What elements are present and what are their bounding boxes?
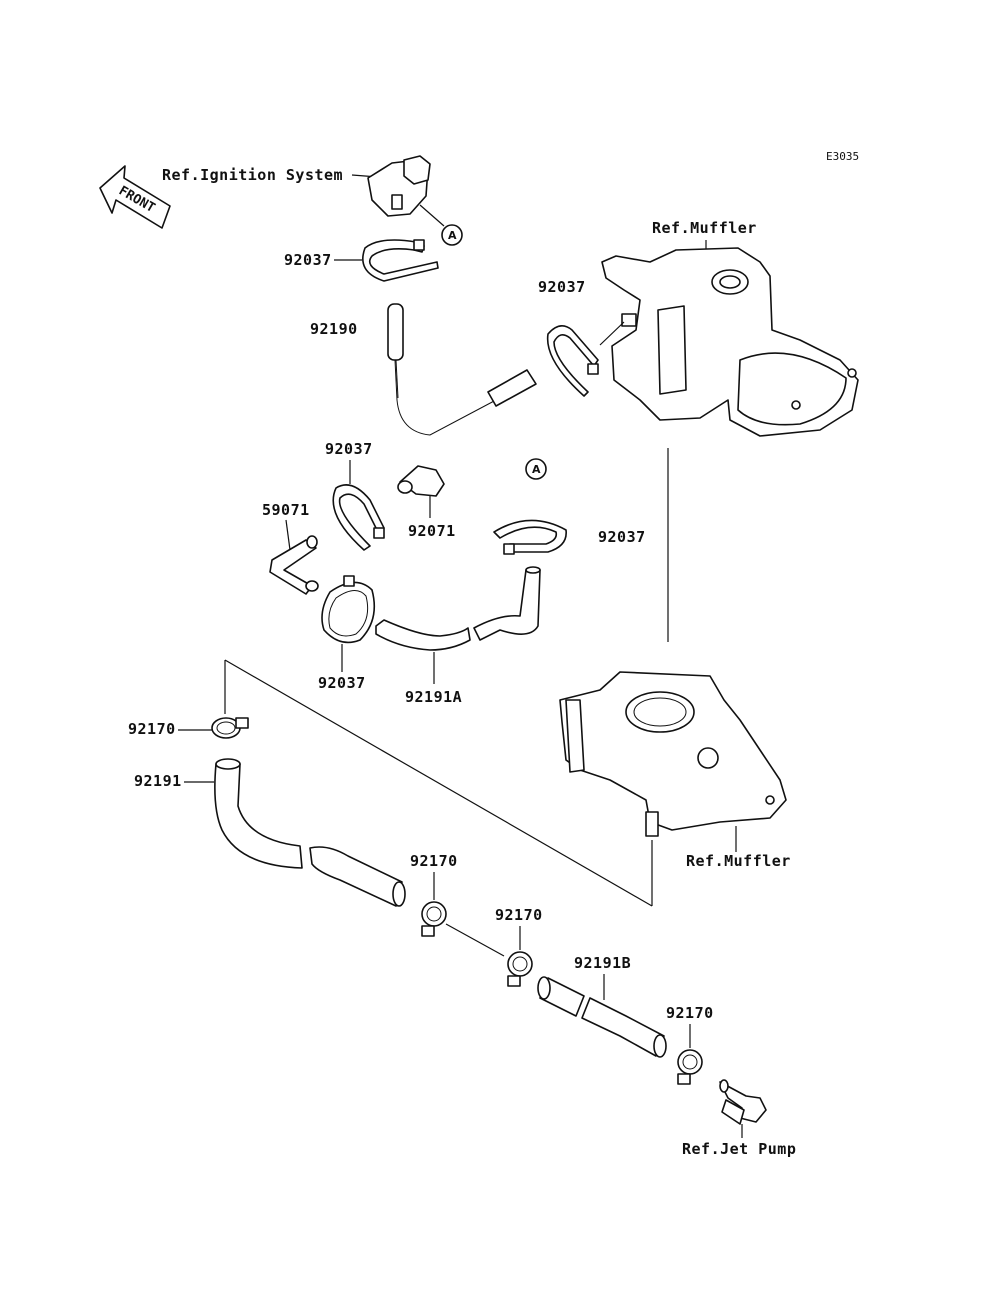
fitting-92071 bbox=[397, 465, 445, 518]
front-direction-arrow: FRONT bbox=[99, 165, 171, 229]
hose-92191b bbox=[537, 976, 667, 1058]
ignition-sensor-part bbox=[367, 155, 445, 227]
part-label-92170-center: 92170 bbox=[410, 852, 458, 870]
clamp-92170-right bbox=[507, 951, 533, 987]
part-label-59071: 59071 bbox=[262, 501, 310, 519]
clamp-92037-top bbox=[362, 239, 439, 282]
clamp-92170-left bbox=[211, 717, 249, 739]
part-label-92037-mid: 92037 bbox=[325, 440, 373, 458]
part-label-92191: 92191 bbox=[134, 772, 182, 790]
diagram-code: E3035 bbox=[826, 150, 859, 163]
svg-text:A: A bbox=[448, 229, 457, 242]
part-label-92190: 92190 bbox=[310, 320, 358, 338]
hose-92191a bbox=[375, 566, 541, 684]
ref-jet-pump-label: Ref.Jet Pump bbox=[682, 1140, 796, 1158]
part-label-92071: 92071 bbox=[408, 522, 456, 540]
ref-muffler-bottom-label: Ref.Muffler bbox=[686, 852, 791, 870]
muffler-lower-part bbox=[559, 671, 787, 837]
svg-text:A: A bbox=[532, 463, 541, 476]
fitting-59071 bbox=[269, 535, 319, 595]
part-label-92191b: 92191B bbox=[574, 954, 631, 972]
part-label-92170-left: 92170 bbox=[128, 720, 176, 738]
part-label-92191a: 92191A bbox=[405, 688, 462, 706]
hose-92190 bbox=[387, 303, 537, 436]
hose-92191 bbox=[214, 758, 406, 907]
assembly-diagonal-line bbox=[224, 659, 653, 907]
part-label-92037-right: 92037 bbox=[538, 278, 586, 296]
part-label-92170-right: 92170 bbox=[495, 906, 543, 924]
part-label-92037-top: 92037 bbox=[284, 251, 332, 269]
part-label-92037-lower: 92037 bbox=[318, 674, 366, 692]
clamp-92037-lower bbox=[321, 575, 376, 644]
connector-mark-a-mid: A bbox=[525, 458, 547, 480]
clamp-92037-mid bbox=[332, 484, 385, 551]
clamp-92170-far-right bbox=[677, 1049, 703, 1085]
ref-ignition-system-label: Ref.Ignition System bbox=[162, 166, 343, 184]
ref-muffler-top-label: Ref.Muffler bbox=[652, 219, 757, 237]
clamp-92170-center bbox=[421, 901, 447, 937]
part-label-92170-far-right: 92170 bbox=[666, 1004, 714, 1022]
jet-pump-fitting bbox=[719, 1079, 767, 1138]
clamp-92037-right bbox=[546, 325, 599, 397]
part-label-92037-right-mid: 92037 bbox=[598, 528, 646, 546]
connector-mark-a-top: A bbox=[441, 224, 463, 246]
clamp-92037-right-mid bbox=[493, 519, 567, 555]
muffler-upper-part bbox=[599, 247, 859, 437]
